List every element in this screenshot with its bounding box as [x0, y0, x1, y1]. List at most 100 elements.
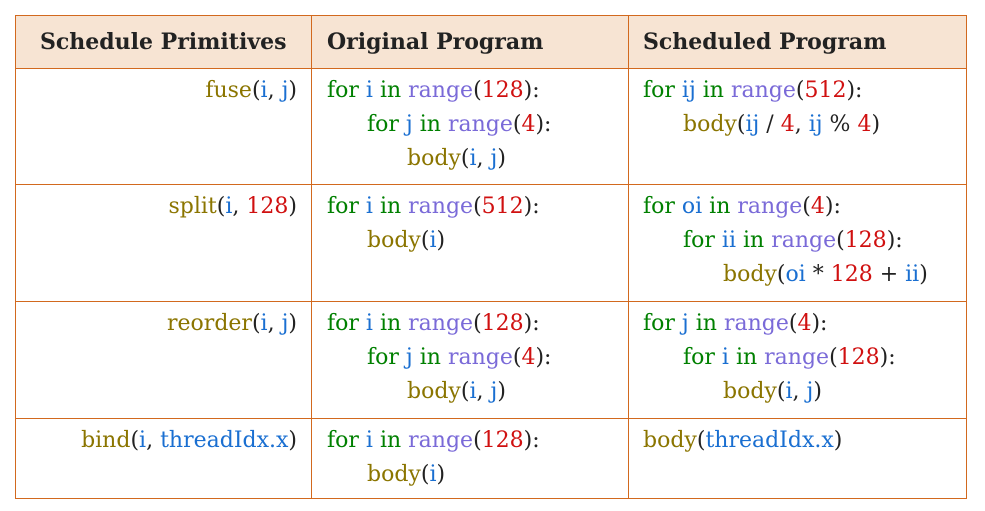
code-token-range: range — [447, 345, 513, 370]
code-token-num: 128 — [481, 311, 524, 336]
scheduled-program-cell: for ij in range(512):body(ij / 4, ij % 4… — [643, 74, 880, 142]
header-original-program: Original Program — [327, 29, 544, 55]
code-token-range: range — [764, 345, 830, 370]
code-token-op: ) — [288, 428, 297, 453]
code-token-fn: split — [168, 194, 217, 219]
primitive-line: split(i, 128) — [168, 190, 297, 224]
code-token-var: i — [469, 379, 477, 404]
code-token-num: 4 — [810, 194, 825, 219]
code-token-op: , — [267, 311, 282, 336]
code-token-op: , — [146, 428, 161, 453]
header-scheduled-program: Scheduled Program — [643, 29, 887, 55]
code-line: body(oi * 128 + ii) — [643, 258, 928, 292]
code-token-var: ij — [745, 112, 760, 137]
code-token-kw: in — [702, 194, 738, 219]
code-token-op: ( — [251, 311, 261, 336]
code-token-range: range — [408, 428, 474, 453]
primitive-line: reorder(i, j) — [167, 307, 297, 341]
code-token-range: range — [408, 194, 474, 219]
primitive-line: bind(i, threadIdx.x) — [81, 424, 297, 458]
code-line: body(i, j) — [643, 375, 896, 409]
code-token-op: ( — [696, 428, 706, 453]
code-token-fn: body — [367, 462, 421, 487]
code-token-op: ( — [130, 428, 140, 453]
code-token-fn: body — [643, 428, 697, 453]
code-token-op: ( — [776, 379, 786, 404]
code-token-op: ( — [473, 78, 482, 103]
code-token-op: ): — [824, 194, 841, 219]
code-token-var: i — [365, 78, 373, 103]
code-token-op: ) — [288, 311, 297, 336]
code-token-range: range — [408, 311, 474, 336]
code-token-var: i — [365, 428, 373, 453]
code-token-fn: bind — [81, 428, 131, 453]
code-token-kw: in — [412, 112, 448, 137]
code-line: body(i, j) — [327, 142, 551, 176]
code-token-op: ) — [813, 379, 822, 404]
code-token-kw: for — [327, 311, 366, 336]
code-token-op: , — [232, 194, 247, 219]
code-token-fn: body — [723, 262, 777, 287]
code-token-var: i — [365, 194, 373, 219]
code-token-num: 512 — [804, 78, 847, 103]
code-line: for ii in range(128): — [643, 224, 928, 258]
code-token-range: range — [408, 78, 474, 103]
code-token-op: ( — [216, 194, 226, 219]
code-token-var: j — [806, 379, 814, 404]
row-divider — [16, 68, 966, 69]
code-token-op: ( — [776, 262, 786, 287]
primitive-cell: split(i, 128) — [168, 190, 297, 224]
row-divider — [16, 184, 966, 185]
code-token-op: , — [476, 379, 491, 404]
code-token-op: ( — [512, 345, 522, 370]
code-token-op: ) — [436, 462, 446, 487]
code-token-kw: for — [643, 311, 682, 336]
code-token-var: j — [281, 311, 289, 336]
code-token-var: threadIdx.x — [160, 428, 289, 453]
code-token-op: ): — [886, 228, 903, 253]
code-token-var: i — [225, 194, 233, 219]
code-token-kw: for — [643, 78, 682, 103]
code-token-fn: body — [723, 379, 777, 404]
code-token-num: 4 — [857, 112, 872, 137]
code-token-var: j — [490, 379, 498, 404]
code-token-var: i — [429, 228, 437, 253]
primitive-line: fuse(i, j) — [205, 74, 297, 108]
code-token-var: j — [405, 345, 413, 370]
code-token-op: ( — [788, 311, 798, 336]
code-token-op: ( — [836, 228, 845, 253]
row-divider — [16, 301, 966, 302]
code-token-num: 4 — [780, 112, 795, 137]
code-token-var: threadIdx.x — [705, 428, 834, 453]
code-token-kw: for — [683, 345, 722, 370]
primitive-cell: fuse(i, j) — [205, 74, 297, 108]
header-row: Schedule Primitives Original Program Sch… — [16, 16, 966, 68]
code-token-kw: in — [688, 311, 724, 336]
code-token-kw: in — [372, 194, 409, 219]
code-token-op: ) — [436, 228, 446, 253]
code-token-var: i — [260, 78, 268, 103]
code-token-op: ) — [871, 112, 881, 137]
code-token-op: ( — [736, 112, 746, 137]
column-divider — [311, 16, 312, 498]
code-token-fn: reorder — [167, 311, 252, 336]
code-token-op: ) — [833, 428, 843, 453]
code-token-op: + — [872, 262, 906, 287]
code-token-op: ( — [829, 345, 838, 370]
code-token-range: range — [723, 311, 789, 336]
code-line: for j in range(4): — [327, 341, 551, 375]
code-token-num: 128 — [481, 78, 524, 103]
code-token-var: ij — [681, 78, 696, 103]
original-program-cell: for i in range(512):body(i) — [327, 190, 540, 258]
code-token-kw: in — [372, 78, 409, 103]
code-token-kw: for — [683, 228, 722, 253]
code-token-num: 4 — [797, 311, 812, 336]
original-program-cell: for i in range(128):body(i) — [327, 424, 540, 492]
code-token-var: oi — [785, 262, 806, 287]
code-token-var: ii — [721, 228, 736, 253]
scheduled-program-cell: for j in range(4):for i in range(128):bo… — [643, 307, 896, 409]
code-token-op: , — [267, 78, 282, 103]
code-token-op: ): — [535, 345, 552, 370]
code-token-op: ): — [523, 78, 540, 103]
code-line: for i in range(512): — [327, 190, 540, 224]
